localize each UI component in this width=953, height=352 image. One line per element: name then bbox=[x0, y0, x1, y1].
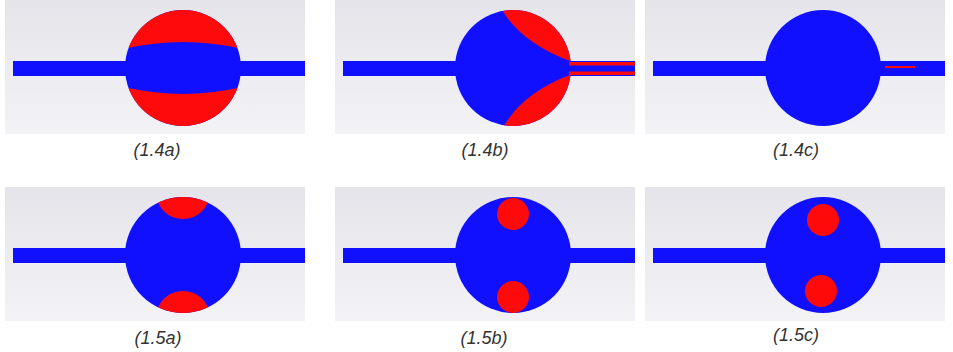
panel-caption: (1.5b) bbox=[460, 328, 507, 349]
panel-caption: (1.4c) bbox=[773, 140, 819, 161]
panel-1-4b bbox=[335, 0, 635, 140]
panel-1-5c bbox=[645, 187, 945, 321]
panel-1-5b bbox=[335, 187, 635, 321]
panel-1-5a bbox=[5, 171, 305, 339]
panel-1-4c bbox=[645, 0, 945, 134]
panel-caption: (1.5c) bbox=[773, 325, 819, 346]
panel-1-4a bbox=[5, 0, 305, 140]
panel-caption: (1.5a) bbox=[134, 328, 181, 349]
panel-caption: (1.4a) bbox=[133, 140, 180, 161]
panel-caption: (1.4b) bbox=[461, 140, 508, 161]
